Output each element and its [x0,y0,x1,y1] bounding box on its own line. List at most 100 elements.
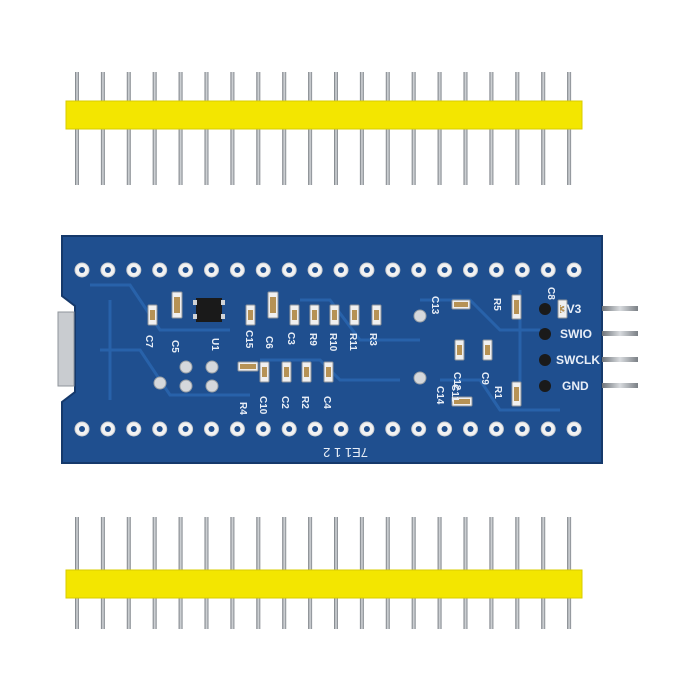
u1-chip [193,298,225,322]
smd-body [485,345,490,355]
solder-joints [153,309,427,393]
pad-hole [312,426,319,432]
pad-hole [130,426,137,432]
label-c12: C12 [451,372,462,391]
pad-hole [260,267,267,273]
smd-body [262,367,267,377]
pad-hole [104,426,111,432]
pad-hole [545,426,552,432]
label-c5: C5 [169,340,180,353]
header-plastic-strip [65,100,583,130]
pad-hole [441,426,448,432]
usb-connector [57,311,75,387]
swd-header [539,303,638,392]
pad-hole [493,267,500,273]
smd-body [304,367,309,377]
smd-components [147,291,568,407]
smd-body [240,364,256,369]
pad-hole [286,267,293,273]
label-c2: C2 [279,396,290,409]
pad-hole [363,267,370,273]
pad-hole [234,426,241,432]
label-c9: C9 [479,372,490,385]
pad-hole [571,267,578,273]
label-c10: C10 [257,396,268,415]
pad-hole [156,426,163,432]
smd-body [454,399,470,404]
pad-hole [389,426,396,432]
bottom-pad-row [74,421,582,437]
pad-hole [79,267,85,273]
pad-hole [519,267,526,273]
pad-hole [182,267,189,273]
top-pin-header [65,72,583,185]
smd-body [174,297,180,313]
label-c13: C13 [429,296,440,315]
smd-body [284,367,289,377]
label-r10: R10 [327,333,338,352]
label-r4: R4 [237,402,248,415]
pad-hole [415,267,422,273]
pad-hole [338,267,344,273]
top-pad-row [74,262,582,278]
label-r1: R1 [492,386,503,399]
pad-hole [415,426,422,432]
pad-hole [234,267,241,273]
label-r9: R9 [307,333,318,346]
label-c11: C11 [449,384,460,402]
bottom-pin-header [65,517,583,629]
pad-hole [286,426,293,432]
smd-body [292,310,297,320]
pad-hole [493,426,500,432]
smd-body [374,310,379,320]
label-r11: R11 [347,333,358,351]
smd-body [514,300,519,314]
swd-label-swio: SWIO [560,327,592,341]
pad-hole [363,426,370,432]
swd-label-3v3: 3V3 [560,302,582,316]
pcb-board: 3V3 SWIO SWCLK GND C7 C5 U1 C15 C6 C3 R9… [57,235,638,464]
smd-body [150,310,155,320]
swd-label-swclk: SWCLK [556,353,600,367]
smd-body [454,302,468,307]
smd-body [248,310,253,320]
date-code: 7E1 1 2 [323,445,368,460]
pad-hole [260,426,267,432]
label-r3: R3 [367,333,378,346]
pad-hole [545,267,552,273]
label-c15: C15 [243,330,254,349]
label-r2: R2 [299,396,310,409]
pad-hole [208,426,215,432]
pad-hole [519,426,526,432]
smd-body [326,367,331,377]
label-u1: U1 [209,338,220,351]
smd-body [352,310,357,320]
label-c7: C7 [143,335,154,348]
label-c4: C4 [321,396,332,409]
label-c8: C8 [545,287,556,300]
header-plastic-strip [65,569,583,599]
smd-body [560,305,565,313]
smd-body [332,310,337,320]
pad-hole [156,267,163,273]
pad-hole [130,267,137,273]
label-c14: C14 [434,386,445,405]
label-c6: C6 [263,336,274,349]
smd-body [312,310,317,320]
pad-hole [312,267,319,273]
label-c3: C3 [285,332,296,345]
smd-body [457,345,462,355]
swd-label-gnd: GND [562,379,589,393]
pad-hole [441,267,448,273]
pad-hole [104,267,111,273]
pad-hole [389,267,396,273]
pad-hole [208,267,215,273]
pad-hole [467,267,474,273]
pad-hole [79,426,85,432]
label-r5: R5 [491,298,502,311]
pad-hole [571,426,578,432]
pad-hole [338,426,344,432]
smd-body [514,387,519,401]
pad-hole [467,426,474,432]
